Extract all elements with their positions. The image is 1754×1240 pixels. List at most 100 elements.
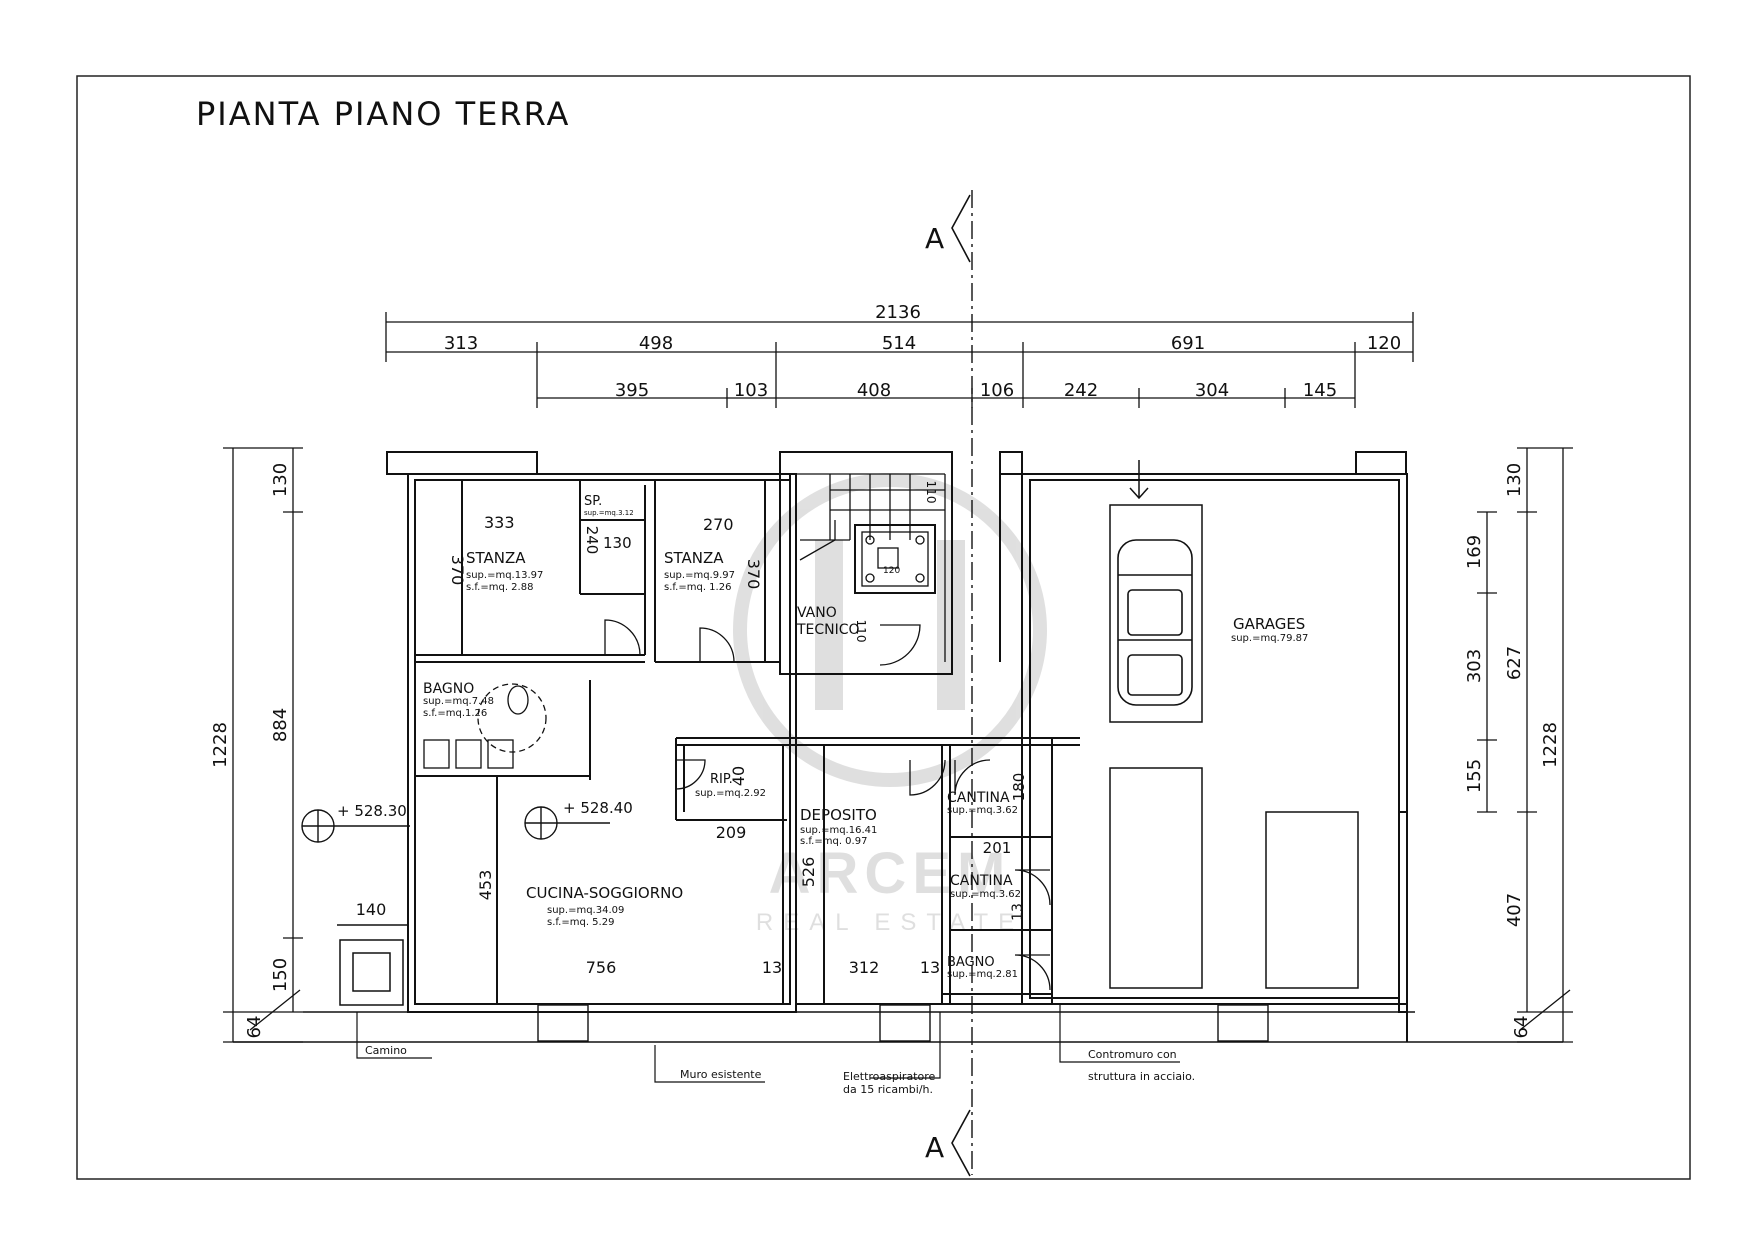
bathroom-fixtures xyxy=(423,683,547,769)
wall-thickness: 13 xyxy=(920,958,940,977)
room-name: CANTINA xyxy=(947,790,1010,806)
room-width: 201 xyxy=(983,839,1012,857)
room-cantina-1: CANTINA sup.=mq.3.62 180 xyxy=(947,773,1028,816)
level-left-label: + 528.30 xyxy=(337,802,407,820)
room-dim-2: 209 xyxy=(716,823,747,842)
dim-left-bottom: 64 xyxy=(244,1016,265,1039)
dim-row2-7: 145 xyxy=(1303,380,1337,401)
section-label-top: A xyxy=(925,222,944,255)
room-name: GARAGES xyxy=(1233,615,1305,633)
room-name: STANZA xyxy=(664,549,724,567)
room-depth: 180 xyxy=(1010,773,1028,802)
room-stanza-2: STANZA sup.=mq.9.97 s.f.=mq. 1.26 270 37… xyxy=(664,515,763,593)
dim-row2-3: 408 xyxy=(857,380,891,401)
plan-title: PIANTA PIANO TERRA xyxy=(196,95,570,133)
car-icon xyxy=(1117,539,1193,706)
room-dim-2: 110 xyxy=(854,620,868,643)
section-label-bottom: A xyxy=(925,1131,944,1164)
note-elettroaspiratore-2: da 15 ricambi/h. xyxy=(843,1083,933,1096)
room-depth: 370 xyxy=(448,555,467,586)
note-elettroaspiratore-1: Elettroaspiratore xyxy=(843,1070,936,1083)
room-bagno-1: BAGNO sup.=mq.7.48 s.f.=mq.1.26 xyxy=(423,681,494,719)
room-area: sup.=mq.16.41 xyxy=(800,825,877,836)
wall-thickness: 13 xyxy=(762,958,782,977)
garage-entry-arrow xyxy=(1129,460,1149,500)
room-dim-1: 40 xyxy=(729,766,748,786)
room-stanza-1: STANZA sup.=mq.13.97 s.f.=mq. 2.88 333 3… xyxy=(448,513,543,593)
dim-row2-1: 395 xyxy=(615,380,649,401)
ground-line xyxy=(233,1004,1563,1043)
room-width: 756 xyxy=(586,958,617,977)
room-cantina-2: CANTINA sup.=mq.3.62 201 13 xyxy=(950,839,1026,921)
room-width: 270 xyxy=(703,515,734,534)
room-area: sup.=mq.79.87 xyxy=(1231,633,1308,644)
room-name: RIP. xyxy=(710,772,733,787)
watermark-tagline: REAL ESTATE xyxy=(756,909,1024,936)
note-contromuro-1: Contromuro con xyxy=(1088,1048,1177,1061)
room-name: CUCINA-SOGGIORNO xyxy=(526,884,683,902)
dim-row1-1: 313 xyxy=(444,333,478,354)
room-garages: GARAGES sup.=mq.79.87 xyxy=(1231,615,1308,644)
level-marker-left xyxy=(301,809,410,843)
room-name: STANZA xyxy=(466,549,526,567)
garage-walls xyxy=(999,451,1408,1042)
room-name: BAGNO xyxy=(423,681,474,697)
dim-row2-6: 304 xyxy=(1195,380,1229,401)
dim-right-detail-1: 169 xyxy=(1464,535,1485,569)
room-name-line2: TECNICO xyxy=(796,622,860,638)
dim-left-outer: 1228 xyxy=(210,722,231,768)
sheet-frame xyxy=(76,75,1691,1180)
room-cucina-soggiorno: CUCINA-SOGGIORNO sup.=mq.34.09 s.f.=mq. … xyxy=(476,870,782,977)
dim-row1-3: 514 xyxy=(882,333,916,354)
stair-core xyxy=(795,473,946,662)
room-window-area: s.f.=mq. 5.29 xyxy=(547,917,614,928)
room-dim-1: 110 xyxy=(924,481,938,504)
room-width: 333 xyxy=(484,513,515,532)
room-dim-3: 120 xyxy=(883,566,900,576)
left-dimensions xyxy=(223,447,303,1043)
dim-right-inner-1: 130 xyxy=(1504,463,1525,497)
right-dimensions xyxy=(1477,447,1573,1043)
room-name: BAGNO xyxy=(947,955,995,970)
room-ripostiglio: RIP. sup.=mq.2.92 40 209 xyxy=(695,766,766,842)
dim-right-bottom: 64 xyxy=(1511,1016,1532,1039)
room-bagno-2: BAGNO sup.=mq.2.81 xyxy=(947,955,1018,980)
dim-right-inner-2: 627 xyxy=(1504,646,1525,680)
room-sp: SP. sup.=mq.3.12 240 130 xyxy=(583,494,634,554)
room-window-area: s.f.=mq. 2.88 xyxy=(466,582,533,593)
note-camino: Camino xyxy=(365,1044,407,1057)
room-window-area: s.f.=mq.1.26 xyxy=(423,708,487,719)
room-deposito: DEPOSITO sup.=mq.16.41 s.f.=mq. 0.97 526… xyxy=(799,806,940,977)
door-swings xyxy=(604,619,1051,991)
room-depth: 370 xyxy=(744,559,763,590)
room-window-area: s.f.=mq. 0.97 xyxy=(800,836,867,847)
dim-row1-4: 691 xyxy=(1171,333,1205,354)
room-width: 312 xyxy=(849,958,880,977)
dim-left-inner-3: 150 xyxy=(270,958,291,992)
room-name: CANTINA xyxy=(950,873,1013,889)
room-depth: 453 xyxy=(476,870,495,901)
room-area: sup.=mq.13.97 xyxy=(466,570,543,581)
dim-row1-5: 120 xyxy=(1367,333,1401,354)
room-vano-tecnico: VANO TECNICO 110 110 120 xyxy=(796,481,938,643)
dim-row2-2: 103 xyxy=(734,380,768,401)
room-area: sup.=mq.7.48 xyxy=(423,696,494,707)
level-center-label: + 528.40 xyxy=(563,799,633,817)
dim-left-inner-1: 130 xyxy=(270,463,291,497)
room-area: sup.=mq.34.09 xyxy=(547,905,624,916)
dim-row1-2: 498 xyxy=(639,333,673,354)
room-name: DEPOSITO xyxy=(800,806,877,824)
dim-right-detail-3: 155 xyxy=(1464,759,1485,793)
room-area: sup.=mq.9.97 xyxy=(664,570,735,581)
room-area: sup.=mq.3.62 xyxy=(947,805,1018,816)
level-marker-center xyxy=(524,806,610,840)
dim-row2-4: 106 xyxy=(980,380,1014,401)
dim-left-inner-2: 884 xyxy=(270,708,291,742)
room-dim-1: 240 xyxy=(583,526,601,555)
note-leaders xyxy=(356,1005,1180,1083)
room-area: sup.=mq.3.12 xyxy=(584,509,634,517)
top-dimensions xyxy=(385,312,1414,408)
dim-row2-5: 242 xyxy=(1064,380,1098,401)
